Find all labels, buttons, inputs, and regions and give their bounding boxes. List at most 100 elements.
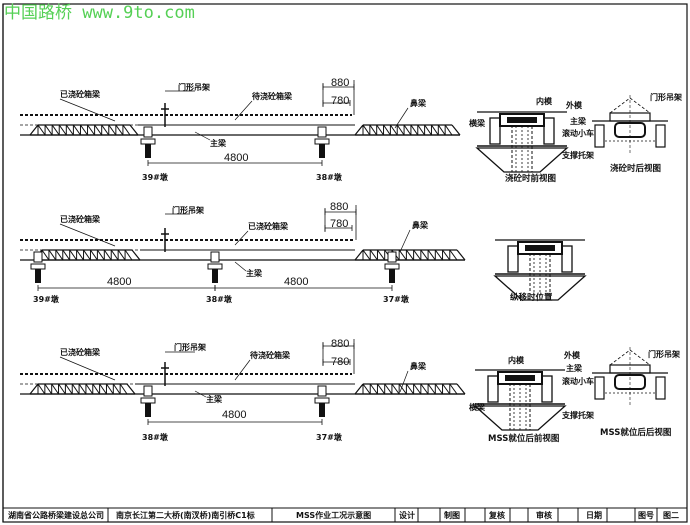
- rear-truss-diagonal: [122, 124, 131, 136]
- label-design: 设计: [399, 510, 415, 520]
- nose-truss-diagonal: [403, 124, 412, 136]
- label-bracket: 支撑托架: [561, 150, 594, 160]
- rear-truss-diagonal: [78, 383, 87, 395]
- front-view-3-main-girder-left: [487, 375, 499, 403]
- rear-truss-diagonal: [92, 383, 101, 395]
- rear-truss-diagonal: [115, 124, 124, 136]
- rear-truss-diagonal: [55, 249, 64, 261]
- nose-truss-diagonal: [369, 249, 378, 261]
- row3-back-view: 门形吊架 MSS就位后后视图: [600, 349, 680, 438]
- leader-line: [399, 229, 411, 253]
- pier-0-cap: [140, 138, 156, 145]
- leader-line: [234, 359, 251, 381]
- front-view-3-inner-form: [505, 375, 535, 381]
- label-gantry: 门形吊架: [178, 82, 210, 92]
- rear-truss-diagonal: [90, 249, 98, 261]
- nose-truss-diagonal: [449, 249, 458, 261]
- back-view-1-main-girder-right: [655, 124, 666, 148]
- label-cross-beam: 横梁: [469, 402, 486, 412]
- nose-truss-diagonal: [437, 124, 446, 136]
- label-cast-girder: 已浇砼箱梁: [60, 89, 101, 99]
- label-drawing-no: 图号: [638, 511, 654, 520]
- rear-truss-end: [131, 249, 141, 261]
- leader-line: [399, 370, 409, 393]
- row3-front-view: 内模 外模 横梁 主梁 滚动小车 支撑托架 MSS就位后前视图: [469, 350, 594, 444]
- section-2-support-bracket: [493, 275, 587, 301]
- nose-truss-diagonal: [413, 383, 422, 395]
- title-block: 湖南省公路桥梁建设总公司 南京长江第二大桥(南汊桥)南引桥C1标 MSS作业工况…: [2, 507, 688, 523]
- nose-truss-diagonal: [420, 383, 429, 395]
- back-view-3-main-girder-right: [655, 376, 666, 400]
- nose-truss-diagonal: [442, 383, 451, 395]
- nose-truss-diagonal: [434, 383, 443, 395]
- label-drafting: 制图: [444, 510, 460, 520]
- rear-truss-diagonal: [117, 249, 126, 261]
- label-main-girder: 主梁: [566, 363, 583, 373]
- rear-truss-diagonal: [44, 124, 53, 136]
- label-gantry: 门形吊架: [172, 205, 204, 215]
- row1-elevation: 已浇砼箱梁 门形吊架 待浇砼箱梁 880 780 鼻梁 主梁 4800 39#墩…: [60, 77, 427, 182]
- front-view-3-support-bracket: [473, 405, 567, 431]
- rear-truss-diagonal: [106, 383, 114, 395]
- row3-elevation: 已浇砼箱梁 门形吊架 待浇砼箱梁 880 780 鼻梁 主梁 4800 38#墩…: [60, 338, 427, 442]
- label-date: 日期: [586, 510, 602, 520]
- pier-1-column: [319, 403, 325, 417]
- project-name: 南京长江第二大桥(南汊桥)南引桥C1标: [116, 510, 255, 520]
- pier-0-bearing: [143, 385, 153, 397]
- pier-0-column: [35, 269, 41, 283]
- label-check: 复核: [488, 510, 505, 520]
- pier-1-cap: [314, 397, 330, 404]
- nose-truss-diagonal: [424, 124, 432, 136]
- label-review: 审核: [536, 510, 552, 520]
- rear-truss-diagonal: [94, 124, 103, 136]
- rear-truss-end: [126, 383, 136, 395]
- leader-line: [59, 356, 116, 381]
- nose-truss-diagonal: [398, 383, 407, 395]
- rear-truss-diagonal: [69, 249, 78, 261]
- caption-back-view: 浇砼时后视图: [610, 163, 661, 174]
- pier-0-cap: [140, 397, 156, 404]
- nose-truss-diagonal: [362, 249, 371, 261]
- nose-truss-diagonal: [396, 124, 405, 136]
- leader-line: [234, 100, 253, 121]
- label-main-girder: 主梁: [570, 116, 587, 126]
- pier-1-bearing: [210, 251, 220, 263]
- rear-truss-diagonal: [112, 383, 121, 395]
- nose-truss-diagonal: [427, 249, 436, 261]
- rear-truss-diagonal: [37, 124, 46, 136]
- label-pending-girder: 待浇砼箱梁: [251, 91, 293, 101]
- row2-elevation: 已浇砼箱梁 门形吊架 已浇砼箱梁 880 780 鼻梁 主梁 4800 4800…: [33, 201, 553, 304]
- back-view-3-main-girder-left: [594, 376, 605, 400]
- pier-2-bearing: [387, 251, 397, 263]
- rear-truss-diagonal: [48, 249, 57, 261]
- section-2-inner-form: [525, 245, 555, 251]
- caption-front-view: 浇砼时前视图: [505, 173, 556, 184]
- leader-line: [59, 223, 116, 247]
- front-view-3-main-girder-right: [541, 375, 553, 403]
- pier-2-cap: [384, 263, 400, 270]
- nose-truss-diagonal: [427, 383, 436, 395]
- pier-label-38: 38#墩: [142, 432, 169, 442]
- label-main-girder: 主梁: [210, 138, 227, 148]
- label-nose: 鼻梁: [412, 220, 429, 230]
- leader-line: [234, 261, 247, 272]
- pier-1-bearing: [317, 385, 327, 397]
- front-view-1-inner-form: [507, 117, 537, 123]
- nose-truss-diagonal: [410, 124, 419, 136]
- label-cast-girder-right: 已浇砼箱梁: [248, 221, 289, 231]
- label-inner-form: 内模: [508, 355, 525, 365]
- dim-span-right: 4800: [284, 276, 308, 288]
- row1-back-view: 门形吊架 浇砼时后视图: [610, 92, 682, 174]
- label-outer-form: 外模: [564, 350, 581, 360]
- pier-1-column: [212, 269, 218, 283]
- leader-line: [194, 390, 207, 398]
- rear-truss-end: [29, 124, 39, 136]
- nose-truss-diagonal: [431, 124, 439, 136]
- rear-truss-diagonal: [37, 383, 46, 395]
- nose-truss-end: [456, 249, 466, 261]
- pier-label-39: 39#墩: [33, 294, 60, 304]
- pier-0-bearing: [143, 126, 153, 138]
- label-cross-beam: 横梁: [469, 118, 486, 128]
- caption-section: 纵移时位置: [510, 292, 553, 303]
- rear-truss-diagonal: [99, 383, 107, 395]
